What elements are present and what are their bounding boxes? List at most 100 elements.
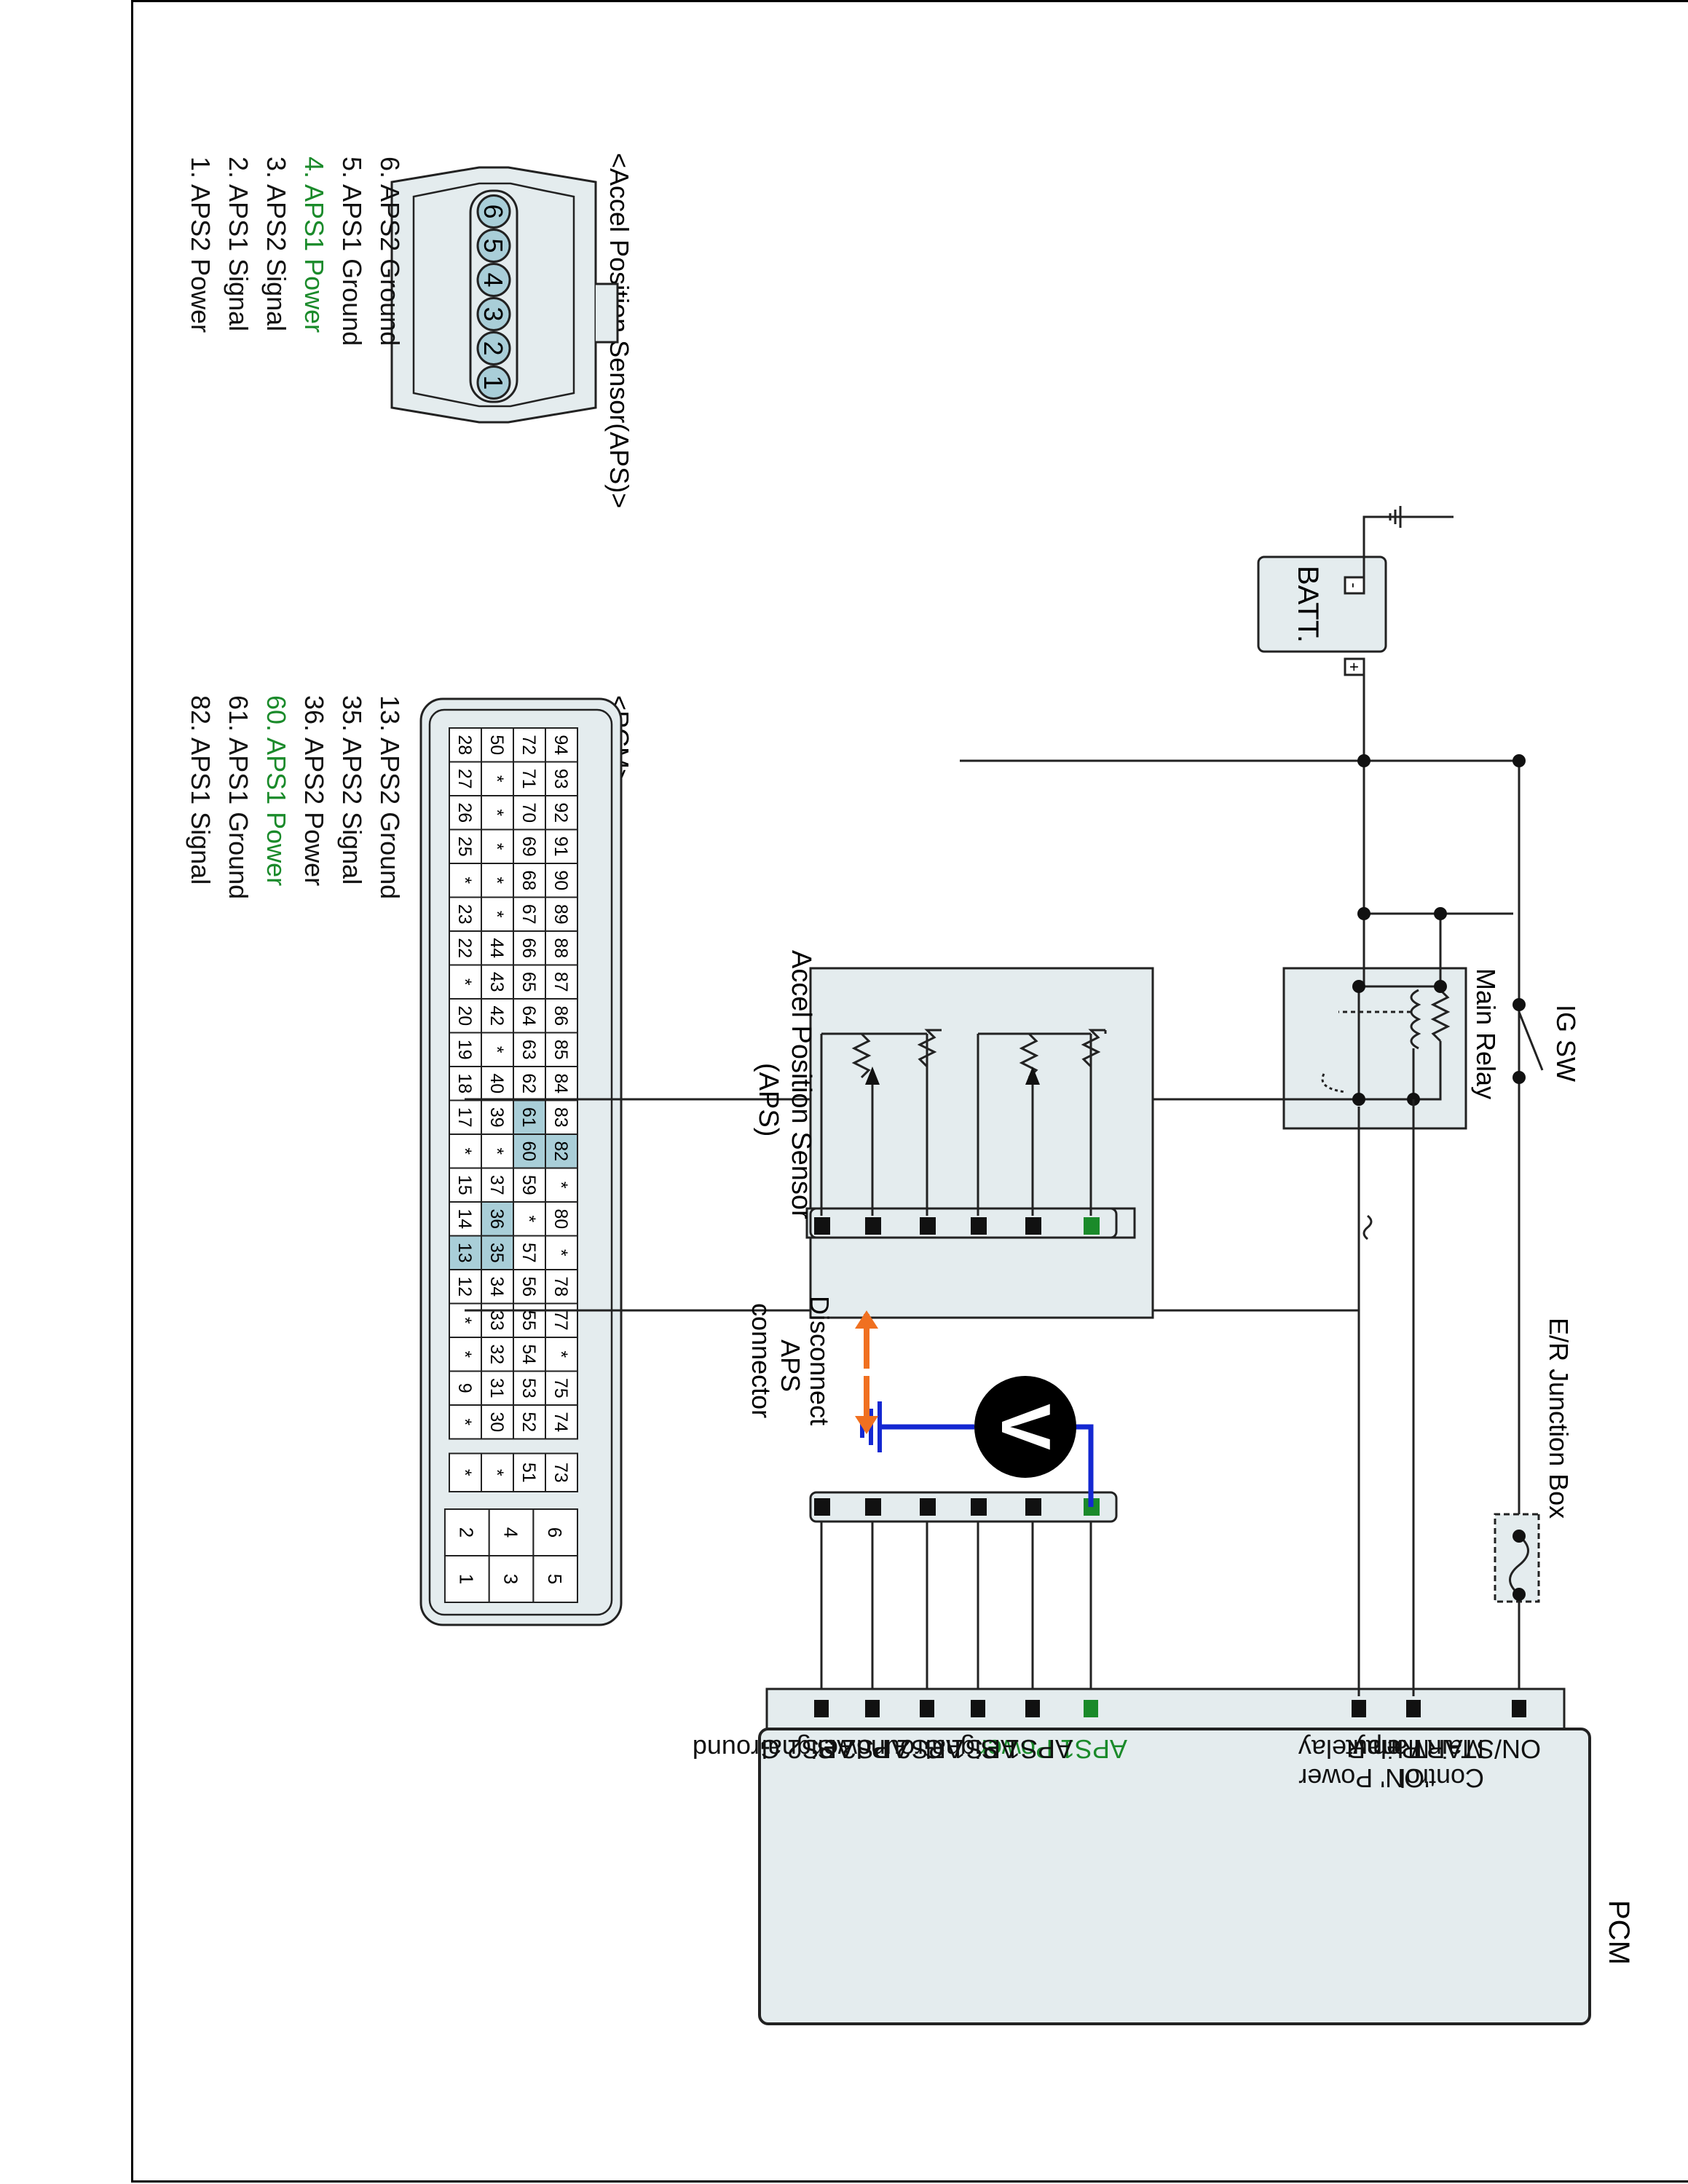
- pcm-pin-label: *: [454, 1147, 475, 1155]
- wiper-arrow-icon: [1025, 1067, 1040, 1085]
- resistor-icon: [1019, 1032, 1039, 1079]
- pcm-pin-label: *: [454, 978, 475, 986]
- pcm-pin-label: 34: [486, 1276, 507, 1297]
- batt-pos-wire: [960, 667, 1365, 762]
- pcm-pin-grid: 94939291908988878685848382*80*7877*75747…: [443, 727, 578, 1603]
- pcm-small-pin-label: 6: [544, 1527, 566, 1538]
- pcm-pin-label: 84: [551, 1073, 571, 1093]
- pcm-terminal-label: APS1 Ground: [856, 1734, 1018, 1764]
- pcm-pin: [1406, 1700, 1421, 1717]
- pcm-pin-label: 89: [551, 904, 571, 925]
- pcm-pin: [1025, 1700, 1040, 1717]
- pcm-pin-label: 83: [551, 1107, 571, 1128]
- junction-dot: [1352, 980, 1365, 993]
- pcm-pin: [920, 1700, 934, 1717]
- pcm-terminal-label: 'ON' Power: [1298, 1763, 1429, 1793]
- pcm-box: [758, 1728, 1591, 2025]
- pcm-small-pin-label: 1: [456, 1574, 478, 1584]
- wiper-arrow-icon: [865, 1067, 880, 1085]
- pcm-pin-label: 15: [454, 1175, 475, 1195]
- aps-pin-2: [476, 331, 511, 365]
- pcm-pin-label: 92: [551, 802, 571, 823]
- pcm-pin-label: *: [551, 1182, 571, 1189]
- pcm-pin-label: 32: [486, 1344, 507, 1364]
- pcm-side-pin: [449, 1452, 482, 1492]
- aps-pin-outline: [469, 189, 518, 403]
- pcm-pin-label: 13: [454, 1243, 475, 1263]
- pcm-pin-label: 91: [551, 836, 571, 857]
- pcm-pin-label: 36: [486, 1208, 507, 1229]
- pcm-pin-label: 71: [518, 769, 539, 789]
- sensor-pin: [971, 1217, 987, 1235]
- pcm-pin-label: 54: [518, 1344, 539, 1364]
- pcm-pin-label: 87: [551, 972, 571, 992]
- relay-coil-icon: [1410, 989, 1421, 1050]
- voltmeter-icon: [974, 1376, 1076, 1478]
- aps-sensor-box: [809, 967, 1154, 1319]
- pcm-pin: [1084, 1700, 1098, 1717]
- junction-dot: [1513, 1071, 1526, 1084]
- aps-pin-6: [476, 194, 511, 229]
- battery-minus-terminal: [1344, 576, 1365, 595]
- pcm-pin-label: 90: [551, 870, 571, 890]
- sensor-pin: [814, 1217, 830, 1235]
- pcm-pin-label: 12: [454, 1276, 475, 1297]
- wire-break-icon: [1362, 1214, 1373, 1241]
- pcm-pin: [814, 1700, 829, 1717]
- aps-pin-label: 3: [478, 306, 508, 321]
- pcm-pin-label: *: [454, 877, 475, 884]
- pcm-legend-item: 60. APS1 Power: [261, 695, 291, 886]
- harness-connector-strip: [809, 1491, 1118, 1523]
- pcm-pin-label: 74: [551, 1412, 571, 1432]
- pcm-pin-strip: [765, 1688, 1566, 1730]
- aps-pin-4: [476, 263, 511, 297]
- junction-dot: [1434, 907, 1447, 920]
- pcm-small-pin-label: 4: [500, 1527, 521, 1538]
- pcm-pin-label: 88: [551, 938, 571, 958]
- pcm-pin-label: 23: [454, 904, 475, 925]
- pcm-legend-item: 82. APS1 Signal: [186, 695, 216, 885]
- aps-legend-item: 6. APS2 Ground: [375, 157, 405, 346]
- sensor-label-line2: (APS): [753, 1063, 784, 1136]
- pcm-small-pin-label: 2: [456, 1527, 478, 1538]
- pcm-pin-label: 65: [518, 972, 539, 992]
- pcm-terminal-label: APS1 Power: [979, 1734, 1127, 1764]
- potentiometer-2-icon: [917, 1029, 942, 1068]
- pcm-pin-label: 77: [551, 1310, 571, 1331]
- disconnect-label-line3: connector: [746, 1303, 776, 1418]
- junction-dot: [1357, 754, 1370, 767]
- aps-legend-item: 5. APS1 Ground: [337, 157, 367, 346]
- junction-box: [1494, 1513, 1540, 1603]
- fuse-icon: [1509, 1535, 1529, 1596]
- pcm-connector-section: <PCM> 94939291908988878685848382*80*7877…: [186, 695, 634, 1626]
- pcm-pin-label: 70: [518, 802, 539, 823]
- junction-dot: [1513, 1588, 1526, 1601]
- pcm-pin-label: 28: [454, 735, 475, 755]
- aps-pin-label: 1: [478, 375, 508, 389]
- aps-pin-1: [476, 365, 511, 400]
- pcm-pin-label: *: [454, 1418, 475, 1425]
- pcm-pin-label: 43: [486, 972, 507, 992]
- pcm-legend-item: 61. APS1 Ground: [224, 695, 253, 899]
- pcm-pin-label: 78: [551, 1276, 571, 1297]
- sensor-pin-strip: [809, 1207, 1118, 1239]
- voltmeter-symbol: V: [987, 1404, 1065, 1450]
- pcm-pin-label: 37: [486, 1175, 507, 1195]
- aps-legend-item: 2. APS1 Signal: [224, 157, 253, 331]
- pcm-pin-label: *: [486, 877, 507, 884]
- harness-pin: [814, 1498, 830, 1516]
- pcm-pin-label: *: [486, 1046, 507, 1053]
- pcm-pin-label: 22: [454, 938, 475, 958]
- ig-sw-label: IG SW: [1551, 1005, 1581, 1082]
- disconnect-arrow-left-icon: [855, 1310, 878, 1329]
- battery-label: BATT.: [1292, 566, 1324, 643]
- pcm-pin-label: 27: [454, 769, 475, 789]
- pcm-terminal-label: APS2 Ground: [693, 1734, 854, 1764]
- pcm-terminal-label: APS2 Signal: [762, 1734, 909, 1764]
- pcm-pin-empty: [449, 1404, 482, 1440]
- sensor-pin: [1084, 1217, 1100, 1235]
